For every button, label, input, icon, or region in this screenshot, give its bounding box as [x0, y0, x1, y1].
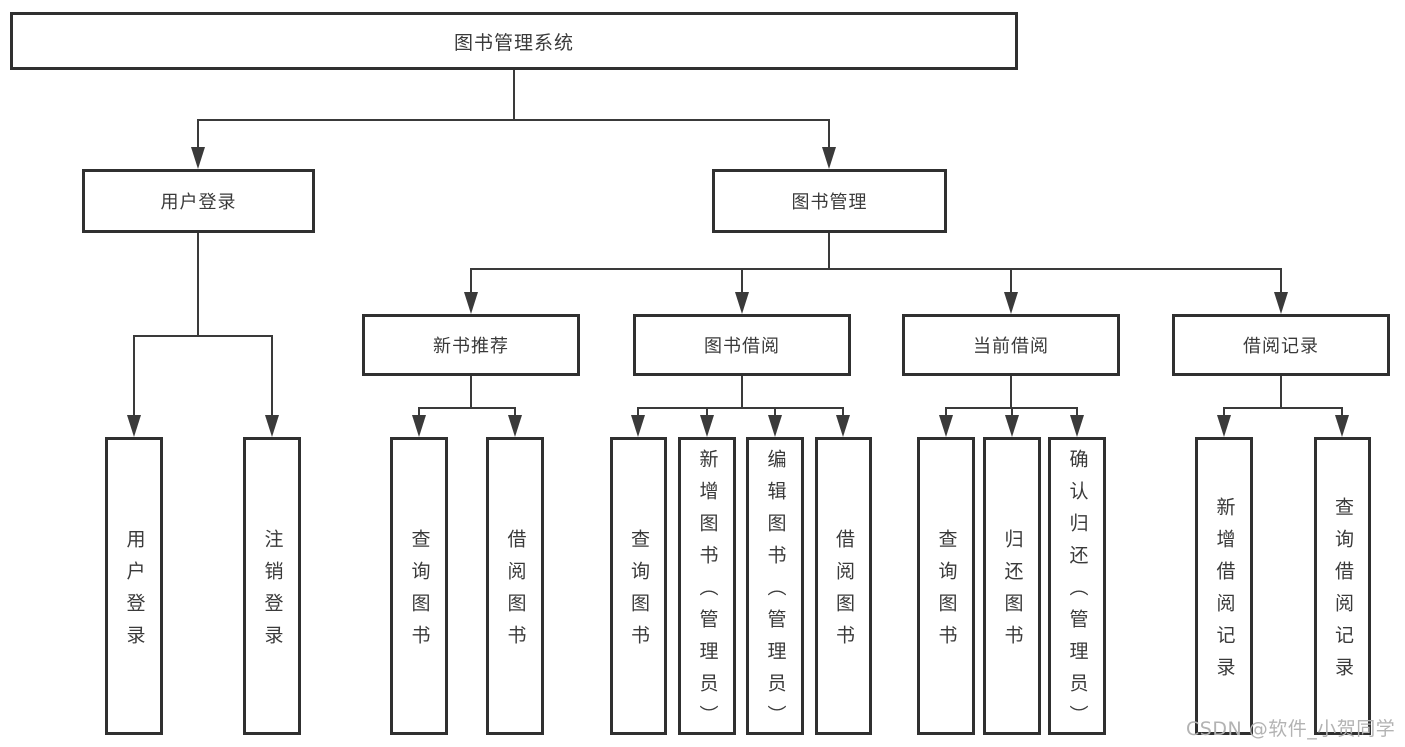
arrow-to-new-book-rec	[464, 269, 478, 314]
node-leaf-br-add-record: 新增借阅记录	[1195, 437, 1253, 735]
node-leaf-bb-query-book-label: 查询图书	[628, 528, 650, 657]
node-leaf-br-query-record: 查询借阅记录	[1314, 437, 1371, 735]
node-leaf-user-login: 用户登录	[105, 437, 163, 735]
connector-user-login-stem	[197, 233, 199, 337]
arrow-to-user-login	[191, 120, 205, 169]
node-leaf-br-add-record-label: 新增借阅记录	[1213, 496, 1236, 689]
arrow-to-book-mgmt	[822, 120, 836, 169]
node-leaf-user-login-label: 用户登录	[123, 528, 146, 657]
node-leaf-bb-borrow-book: 借阅图书	[815, 437, 872, 735]
connector-borrow-record-stem	[1280, 376, 1282, 409]
connector-user-login-hline	[133, 335, 273, 337]
node-leaf-logout-label: 注销登录	[261, 528, 284, 657]
node-leaf-bb-add-book-admin: 新增图书（管理员）	[678, 437, 736, 737]
arrow-to-rec-query-book	[412, 408, 426, 437]
connector-book-borrow-stem	[741, 376, 743, 409]
connector-level3-hline	[470, 268, 1282, 270]
watermark: CSDN @软件_小贺同学	[1186, 718, 1396, 740]
node-leaf-bb-edit-book-admin: 编辑图书（管理员）	[746, 437, 804, 737]
arrow-to-cb-query-book	[939, 408, 953, 437]
connector-root-stem	[513, 70, 515, 120]
node-leaf-logout: 注销登录	[243, 437, 301, 735]
node-book-borrow: 图书借阅	[633, 314, 851, 376]
node-leaf-bb-edit-book-admin-label: 编辑图书（管理员）	[764, 448, 787, 737]
arrow-to-current-borrow	[1004, 269, 1018, 314]
arrow-to-leaf-logout	[265, 335, 279, 437]
node-leaf-rec-query-book-label: 查询图书	[408, 528, 431, 657]
arrow-to-leaf-user-login	[127, 335, 141, 437]
connector-root-hline	[197, 119, 830, 121]
node-leaf-cb-query-book-label: 查询图书	[935, 528, 958, 657]
node-leaf-bb-add-book-admin-label: 新增图书（管理员）	[696, 448, 719, 737]
node-current-borrow: 当前借阅	[902, 314, 1120, 376]
connector-current-borrow-stem	[1010, 376, 1012, 409]
arrow-to-borrow-record	[1274, 269, 1288, 314]
arrow-to-bb-add-book	[700, 408, 714, 437]
node-book-mgmt: 图书管理	[712, 169, 947, 233]
node-root: 图书管理系统	[10, 12, 1018, 70]
arrow-to-book-borrow	[735, 269, 749, 314]
connector-new-book-rec-stem	[470, 376, 472, 409]
arrow-to-bb-borrow-book	[836, 408, 850, 437]
node-leaf-cb-confirm-return-admin-label: 确认归还（管理员）	[1066, 448, 1089, 737]
node-leaf-rec-borrow-book-label: 借阅图书	[504, 528, 527, 657]
arrow-to-rec-borrow-book	[508, 408, 522, 437]
arrow-to-bb-query-book	[631, 408, 645, 437]
node-borrow-record: 借阅记录	[1172, 314, 1390, 376]
arrow-to-br-query-record	[1335, 408, 1349, 437]
node-leaf-cb-return-book: 归还图书	[983, 437, 1041, 735]
node-leaf-bb-borrow-book-label: 借阅图书	[833, 528, 855, 657]
arrow-to-bb-edit-book	[768, 408, 782, 437]
arrow-to-br-add-record	[1217, 408, 1231, 437]
connector-new-book-rec-hline	[418, 407, 516, 409]
node-leaf-bb-query-book: 查询图书	[610, 437, 667, 735]
node-leaf-cb-query-book: 查询图书	[917, 437, 975, 735]
node-leaf-br-query-record-label: 查询借阅记录	[1332, 496, 1354, 689]
node-leaf-rec-borrow-book: 借阅图书	[486, 437, 544, 735]
node-leaf-cb-return-book-label: 归还图书	[1001, 528, 1024, 657]
arrow-to-cb-return-book	[1005, 408, 1019, 437]
node-leaf-cb-confirm-return-admin: 确认归还（管理员）	[1048, 437, 1106, 737]
connector-borrow-record-hline	[1223, 407, 1343, 409]
node-new-book-rec: 新书推荐	[362, 314, 580, 376]
node-leaf-rec-query-book: 查询图书	[390, 437, 448, 735]
connector-book-borrow-hline	[637, 407, 844, 409]
node-user-login: 用户登录	[82, 169, 315, 233]
connector-book-mgmt-stem	[828, 233, 830, 270]
arrow-to-cb-confirm-return	[1070, 408, 1084, 437]
